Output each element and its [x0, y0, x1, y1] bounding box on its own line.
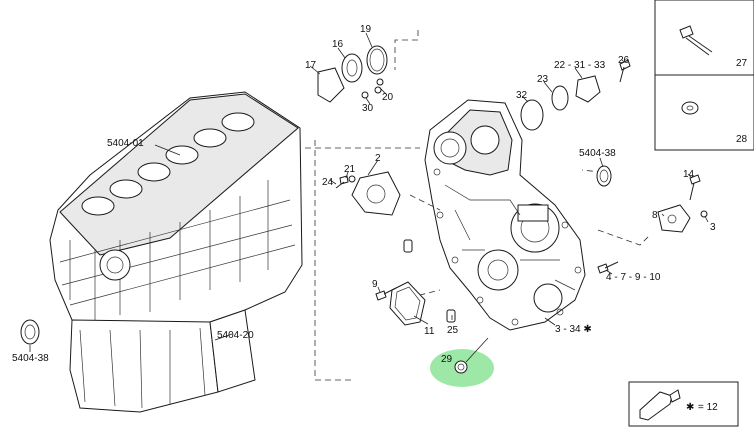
highlight-part-29: [430, 337, 494, 387]
label-25: 25: [447, 325, 459, 336]
seal-ring-icon: [20, 319, 40, 345]
label-17: 17: [305, 60, 317, 71]
label-8: 8: [652, 210, 658, 221]
label-19: 19: [360, 24, 372, 35]
washer-icon: [348, 175, 708, 218]
cover-plate-icon: [317, 67, 345, 103]
cover-plate-icon: [351, 171, 401, 216]
inset-panel: [654, 0, 754, 151]
label-29: 29: [441, 354, 453, 365]
bolt-icon: [335, 59, 701, 301]
label-24: 24: [322, 177, 334, 188]
timing-cover-icon: [424, 99, 586, 331]
label-14: 14: [683, 169, 695, 180]
seal-ring-icon: [596, 165, 612, 187]
label-28: 28: [736, 134, 748, 145]
label-5404-38-left: 5404-38: [12, 353, 49, 364]
label-32: 32: [516, 90, 528, 101]
legend-box: [628, 381, 739, 427]
seal-ring-icon: [520, 75, 601, 131]
bolt-icon: [679, 25, 713, 56]
label-9: 9: [372, 279, 378, 290]
bracket-icon: [657, 204, 691, 233]
washer-icon: [681, 101, 699, 115]
dowel-pin-icon: [403, 239, 456, 323]
label-5404-20: 5404-20: [217, 330, 254, 341]
label-5404-38-right: 5404-38: [579, 148, 616, 159]
label-3: 3: [710, 222, 716, 233]
label-20: 20: [382, 92, 394, 103]
label-11: 11: [424, 326, 435, 337]
label-4-7-9-10: 4 - 7 - 9 - 10: [606, 272, 661, 283]
label-2: 2: [375, 153, 381, 164]
seal-ring-icon: [341, 45, 388, 83]
label-22-31-33: 22 - 31 - 33: [554, 60, 606, 71]
sealant-tube-icon: [639, 389, 681, 421]
label-23: 23: [537, 74, 549, 85]
label-27: 27: [736, 58, 748, 69]
label-30: 30: [362, 103, 374, 114]
label-26: 26: [618, 55, 630, 66]
label-16: 16: [332, 39, 344, 50]
washer-icon: [361, 78, 384, 99]
label-21: 21: [344, 164, 356, 175]
label-3-34: 3 - 34 ✱: [555, 324, 592, 335]
engine-block-icon: [49, 91, 303, 413]
leader-lines: [29, 32, 709, 352]
label-5404-01: 5404-01: [107, 138, 144, 149]
gasket-icon: [389, 281, 426, 326]
legend-text: = 12: [698, 402, 718, 413]
legend-symbol: ✱: [686, 402, 694, 413]
